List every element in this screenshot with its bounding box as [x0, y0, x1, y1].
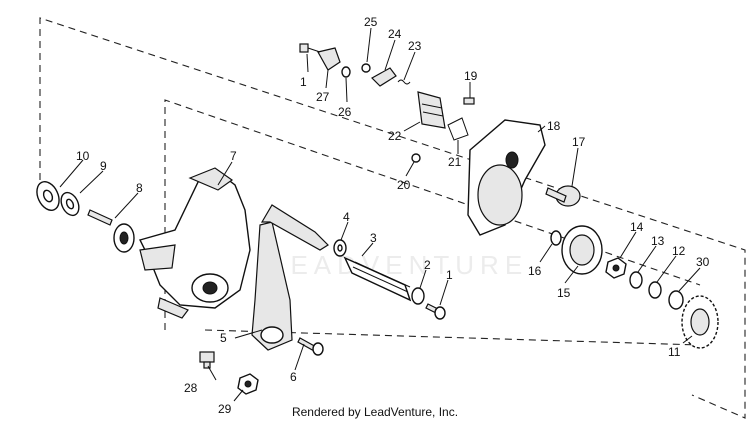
part-washer-12	[648, 281, 662, 299]
callout-14: 14	[630, 220, 644, 234]
callout-labels: 10 9 8 7 4 3 2 1 5 6 28 29 1 27 26 25 24…	[76, 15, 710, 416]
callout-24: 24	[388, 27, 402, 41]
callout-7: 7	[230, 149, 237, 163]
part-nut-29	[237, 373, 259, 395]
callout-30: 30	[696, 255, 710, 269]
part-crank-arm-5	[251, 204, 329, 351]
part-washer-4	[333, 239, 347, 257]
part-ring-20	[411, 153, 421, 163]
part-bracket-27	[317, 47, 341, 71]
callout-28: 28	[184, 381, 198, 395]
callout-11: 11	[668, 345, 681, 359]
part-sprocket-11	[681, 295, 719, 349]
part-pawl-24	[371, 67, 397, 87]
callout-10: 10	[76, 149, 90, 163]
callout-13: 13	[651, 234, 665, 248]
callout-9: 9	[100, 159, 107, 173]
callout-18: 18	[547, 119, 561, 133]
callout-26: 26	[338, 105, 352, 119]
part-screw-6	[297, 337, 324, 356]
callout-8: 8	[136, 181, 143, 195]
part-washer-2	[411, 287, 425, 305]
part-ring-16	[550, 230, 562, 246]
part-spring-23	[397, 79, 411, 85]
callout-3: 3	[370, 231, 377, 245]
callout-25: 25	[364, 15, 378, 29]
footer-credit: Rendered by LeadVenture, Inc.	[291, 405, 459, 419]
callout-21: 21	[448, 155, 462, 169]
part-clip-21	[447, 117, 469, 141]
part-shaft-gear-8	[87, 209, 135, 253]
callout-1-lower: 1	[446, 268, 453, 282]
part-cover-plate-18	[467, 119, 546, 236]
part-washer-10	[36, 181, 60, 211]
callout-27: 27	[316, 90, 330, 104]
callout-16: 16	[528, 264, 542, 278]
callout-6: 6	[290, 370, 297, 384]
part-gear-shaft-17	[545, 185, 581, 207]
callout-23: 23	[408, 39, 422, 53]
leader-lines	[59, 27, 701, 402]
watermark: LEADVENTURE	[270, 250, 529, 280]
callout-29: 29	[218, 402, 232, 416]
part-handle-grip-3	[343, 256, 412, 302]
callout-15: 15	[557, 286, 571, 300]
dashed-outline-outer	[39, 17, 746, 419]
part-washer-13	[629, 271, 643, 289]
callout-5: 5	[220, 331, 227, 345]
callout-17: 17	[572, 135, 586, 149]
part-screw-1a	[299, 43, 321, 53]
callout-19: 19	[464, 69, 478, 83]
part-plate-22	[417, 91, 446, 129]
part-screw-28	[199, 351, 215, 369]
callout-22: 22	[388, 129, 402, 143]
part-clutch-15	[561, 225, 603, 275]
callout-4: 4	[343, 210, 350, 224]
callout-20: 20	[397, 178, 411, 192]
part-nut-14	[605, 257, 627, 279]
part-25	[361, 63, 371, 73]
callout-12: 12	[672, 244, 686, 258]
callout-1-upper: 1	[300, 75, 307, 89]
callout-2: 2	[424, 258, 431, 272]
part-starter-housing-7	[138, 167, 251, 319]
part-washer-30	[668, 290, 684, 310]
part-screw-19	[463, 97, 475, 105]
part-screw-1b	[425, 303, 446, 320]
part-washer-26	[341, 66, 351, 78]
part-washer-9	[60, 191, 80, 217]
